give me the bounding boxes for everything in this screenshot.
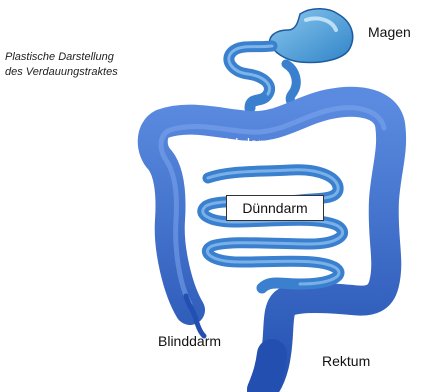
label-rektum: Rektum xyxy=(322,353,370,369)
label-blinddarm: Blinddarm xyxy=(158,333,221,349)
label-dickdarm: Dickdarm xyxy=(215,135,274,151)
stomach-shape xyxy=(270,9,353,63)
label-magen: Magen xyxy=(368,24,411,40)
label-duenndarm: Dünndarm xyxy=(226,195,324,221)
small-intestine-shape xyxy=(203,170,343,288)
